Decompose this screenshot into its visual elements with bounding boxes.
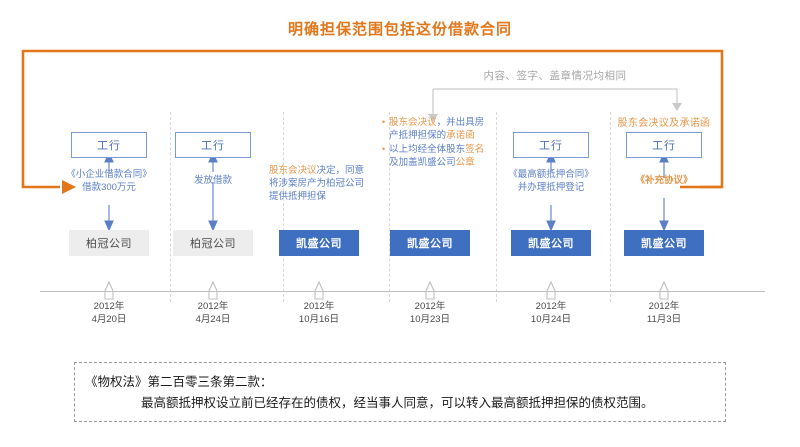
entity-box-5: 凯盛公司 (511, 230, 591, 256)
legal-citation-box: 《物权法》第二百零三条第二款： 最高额抵押权设立前已经存在的债权，经当事人同意，… (74, 362, 726, 422)
timeline-axis (40, 291, 765, 292)
date-label-3: 2012年 10月16日 (298, 301, 340, 325)
date-label-4: 2012年 10月23日 (409, 301, 451, 325)
citation-line-1: 《物权法》第二百零三条第二款： (85, 374, 273, 389)
bank-box-2: 工行 (175, 132, 251, 158)
column-label-2: 发放借款 (193, 175, 232, 186)
column-separator (496, 112, 497, 302)
column-label-4: • 股东会决议，并出具房产抵押担保的承诺函 • 以上均经全体股东签名及加盖凯盛公… (382, 116, 488, 170)
bullet-dot-icon: • (382, 117, 386, 127)
page-title: 明确担保范围包括这份借款合同 (287, 20, 512, 38)
bullet-item: • 以上均经全体股东签名及加盖凯盛公司公章 (382, 144, 485, 168)
bullet-item: • 股东会决议，并出具房产抵押担保的承诺函 (382, 117, 485, 141)
gray-annotation-text: 内容、签字、盖章情况均相同 (483, 70, 627, 82)
bank-box-1: 工行 (71, 132, 147, 158)
bank-box-6: 工行 (626, 132, 702, 158)
date-label-2: 2012年 4月24日 (195, 301, 231, 325)
citation-line-2: 最高额抵押权设立前已经存在的债权，经当事人同意，可以转入最高额抵押担保的债权范围… (141, 395, 654, 410)
bank-box-5: 工行 (513, 132, 589, 158)
column-separator (610, 112, 611, 302)
column-label-5: 《最高额抵押合同》 并办理抵押登记 (508, 169, 594, 193)
entity-box-4: 凯盛公司 (390, 230, 470, 256)
date-label-1: 2012年 4月20日 (91, 301, 127, 325)
bullet-dot-icon: • (382, 144, 386, 154)
entity-box-2: 柏冠公司 (173, 230, 253, 256)
column-label-1: 《小企业借款合同》 借款300万元 (66, 169, 152, 193)
date-label-6: 2012年 11月3日 (646, 301, 682, 325)
date-label-5: 2012年 10月24日 (530, 301, 572, 325)
column-separator (170, 112, 171, 302)
column-separator (283, 112, 284, 302)
entity-box-3: 凯盛公司 (279, 230, 359, 256)
column-label-3: 股东会决议决定，同意将涉案房产为柏冠公司提供抵押担保 (269, 165, 365, 202)
column-separator (389, 112, 390, 302)
column-6-top-label: 股东会决议及承诺函 (617, 118, 711, 129)
entity-box-6: 凯盛公司 (624, 230, 704, 256)
column-label-6: 《补充协议》 (635, 175, 693, 186)
entity-box-1: 柏冠公司 (69, 230, 149, 256)
